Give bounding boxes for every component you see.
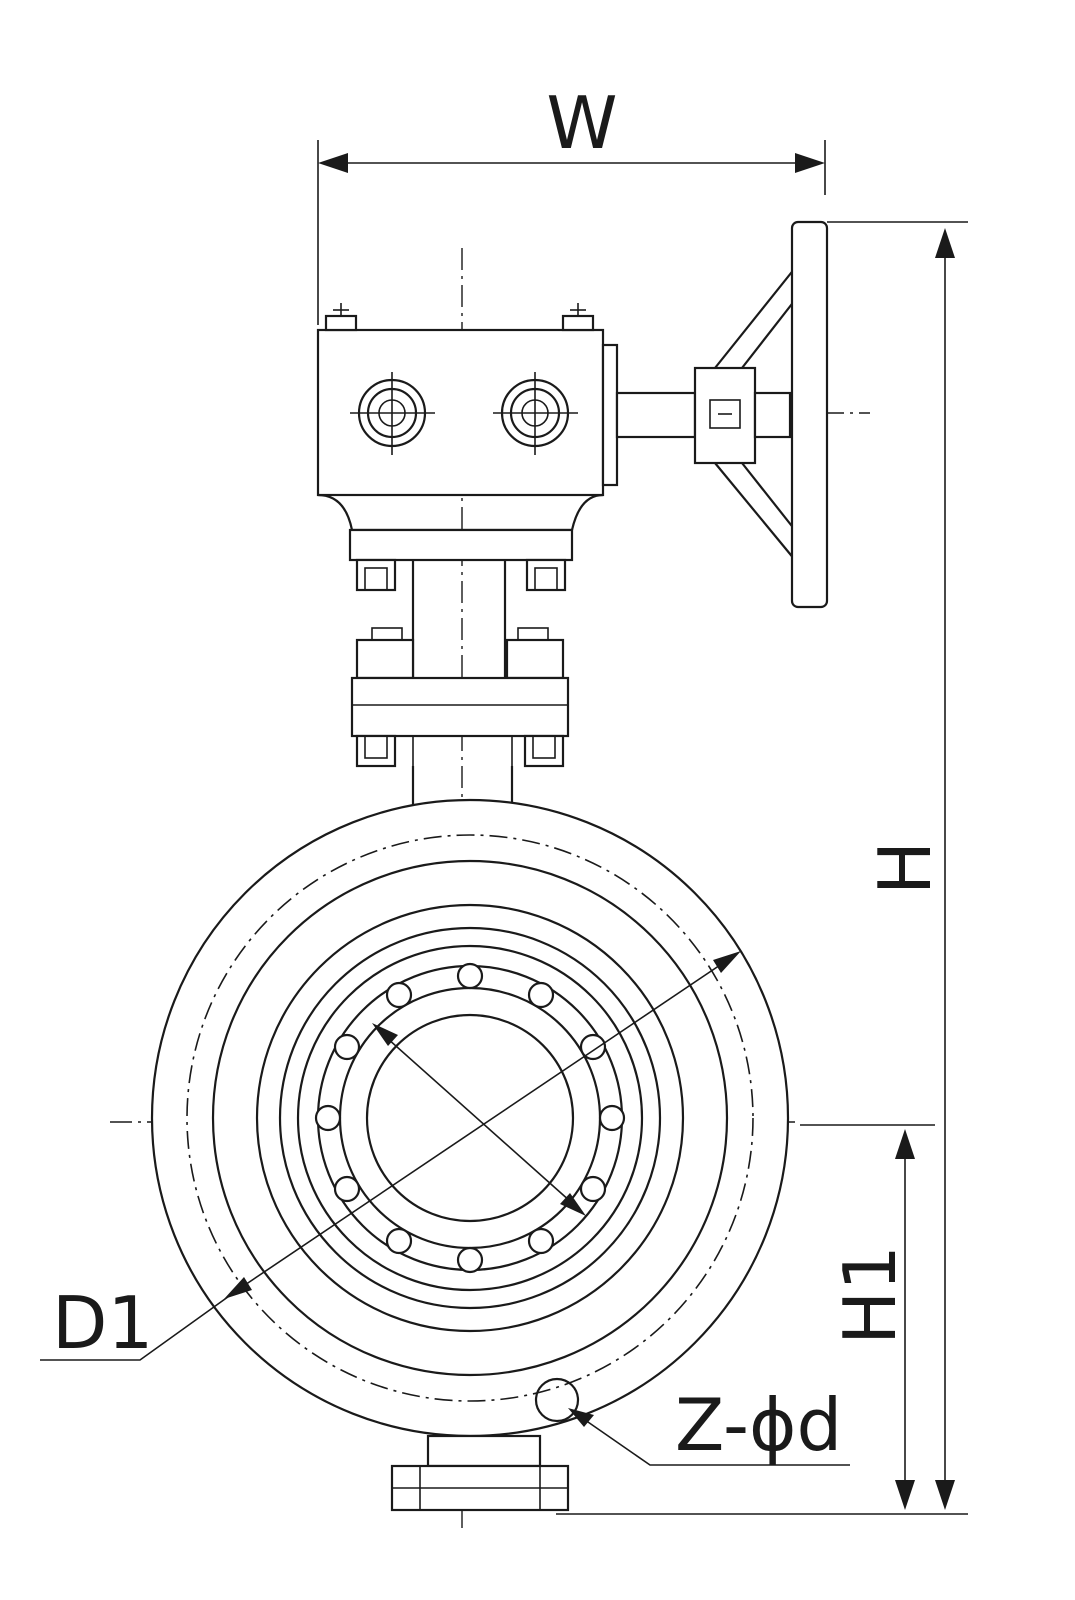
inner-bolt-hole [579,1175,607,1203]
dimension-z-phi-d: Z-ϕd [568,1383,850,1467]
dimension-w: W [317,81,826,325]
handwheel [615,220,829,609]
dimension-h-label: H [863,841,947,895]
dimension-w-label: W [546,81,617,165]
dimension-d1: D1 [40,951,741,1365]
inner-bolt-hole [579,1033,607,1061]
inner-bolt-circle [314,962,626,1274]
inner-bolt-hole [385,981,413,1009]
inner-bolt-hole [385,1227,413,1255]
gear-shaft-left [350,372,435,455]
bolt-hole [534,1377,580,1423]
dimension-h1: H1 [800,1124,935,1510]
inner-bolt-hole [314,1104,342,1132]
gearbox [316,303,619,592]
gear-shaft-right [493,372,578,455]
valve-neck [350,560,570,812]
inner-bolt-hole [333,1033,361,1061]
inner-diameter-arrows [372,1023,586,1216]
dimension-h: H [556,221,968,1515]
inner-bolt-hole [456,1246,484,1274]
inner-bolt-hole [456,962,484,990]
valve-body [150,798,790,1512]
inner-bolt-hole [527,981,555,1009]
dimension-h1-label: H1 [828,1245,912,1345]
inner-bolt-hole [598,1104,626,1132]
dimension-z-phi-d-label: Z-ϕd [675,1383,842,1467]
dimension-d1-label: D1 [52,1281,153,1365]
inner-bolt-hole [527,1227,555,1255]
inner-bolt-hole [333,1175,361,1203]
